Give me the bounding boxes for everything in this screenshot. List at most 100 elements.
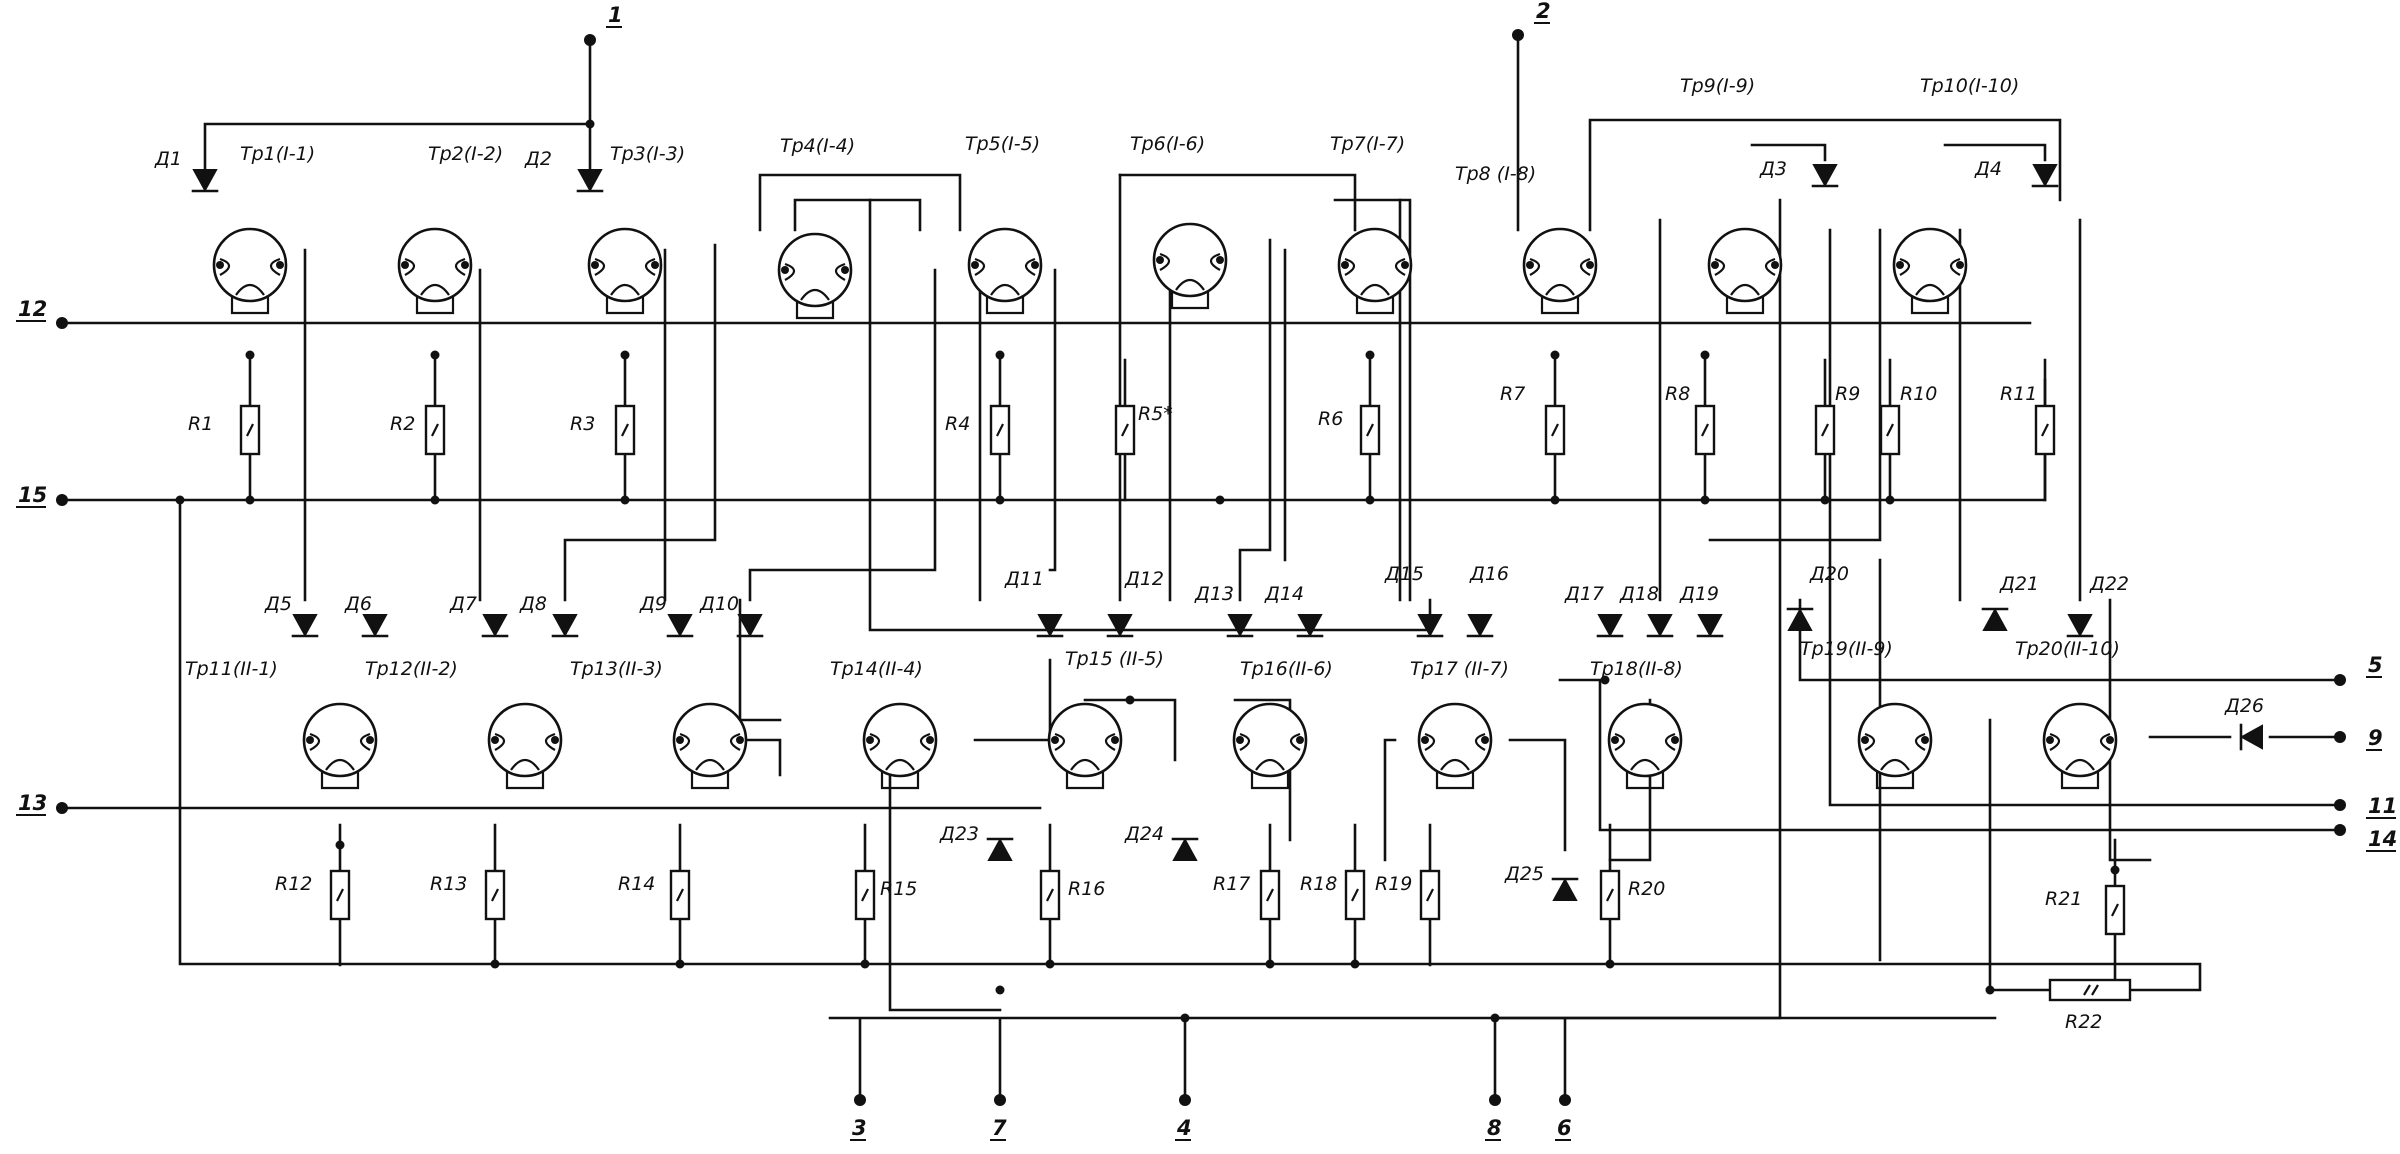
tp10-transistor: Тр10(I-10) — [1892, 75, 2019, 315]
resistor-R22: R22 — [2048, 978, 2132, 1033]
diode-Д26: Д26 — [2224, 695, 2264, 751]
tp6-transistor: Тр6(I-6) — [1130, 133, 1228, 310]
terminal-label: 8 — [1487, 1116, 1502, 1140]
diode-label: Д3 — [1759, 158, 1787, 180]
resistor-label: R2 — [390, 413, 415, 435]
terminal-2: 2 — [1512, 0, 1551, 41]
tp7-label: Тр7(I-7) — [1330, 133, 1405, 155]
tp13-transistor: Тр13(II-3) — [570, 658, 748, 790]
diode-Д1: Д1 — [154, 148, 219, 193]
diode-Д18: Д18 — [1619, 583, 1674, 638]
tp9-transistor: Тр9(I-9) — [1680, 75, 1783, 315]
resistor-R1: R1 — [188, 358, 261, 502]
resistor-label: R3 — [570, 413, 595, 435]
terminal-14: 14 — [2334, 824, 2397, 852]
tp4-label: Тр4(I-4) — [780, 135, 855, 157]
resistor-R17: R17 — [1213, 823, 1281, 967]
tp19-label: Тр19(II-9) — [1800, 638, 1893, 660]
resistor-R8: R8 — [1665, 358, 1716, 502]
resistor-label: R14 — [618, 873, 655, 895]
diode-label: Д26 — [2224, 695, 2264, 717]
tp7-transistor: Тр7(I-7) — [1330, 133, 1413, 315]
tp14-transistor: Тр14(II-4) — [830, 658, 938, 790]
resistor-R2: R2 — [390, 358, 446, 502]
diode-label: Д12 — [1124, 568, 1164, 590]
terminal-label: 12 — [18, 297, 47, 321]
terminal-label: 5 — [2368, 653, 2383, 677]
diode-Д23: Д23 — [939, 823, 1014, 861]
resistor-label: R9 — [1835, 383, 1860, 405]
diode-Д6: Д6 — [344, 593, 389, 638]
diode-Д20: Д20 — [1786, 563, 1849, 631]
resistor-R20: R20 — [1599, 823, 1665, 967]
resistor-label: R13 — [430, 873, 467, 895]
resistor-R6: R6 — [1318, 358, 1381, 502]
resistor-label: R4 — [945, 413, 970, 435]
diode-label: Д15 — [1384, 563, 1424, 585]
resistor-label: R22 — [2065, 1011, 2102, 1033]
diode-Д24: Д24 — [1124, 823, 1199, 861]
tp3-label: Тр3(I-3) — [610, 143, 685, 165]
diode-Д16: Д16 — [1466, 563, 1509, 638]
diode-Д21: Д21 — [1981, 573, 2039, 631]
terminal-7: 7 — [990, 1018, 1007, 1141]
diode-label: Д18 — [1619, 583, 1659, 605]
terminal-8: 8 — [1485, 1018, 1502, 1141]
tp16-label: Тр16(II-6) — [1240, 658, 1333, 680]
resistor-R7: R7 — [1500, 358, 1566, 502]
resistor-label: R15 — [880, 878, 917, 900]
diode-Д7: Д7 — [449, 593, 509, 638]
resistor-R19: R19 — [1375, 823, 1441, 967]
diode-label: Д16 — [1469, 563, 1509, 585]
diode-label: Д9 — [639, 593, 667, 615]
diode-label: Д20 — [1809, 563, 1849, 585]
diode-Д10: Д10 — [699, 593, 764, 638]
diode-Д14: Д14 — [1264, 583, 1324, 638]
tp1-label: Тр1(I-1) — [240, 143, 315, 165]
resistor-label: R5* — [1138, 403, 1173, 425]
diode-label: Д13 — [1194, 583, 1234, 605]
terminal-label: 11 — [2368, 794, 2397, 818]
tp13-label: Тр13(II-3) — [570, 658, 663, 680]
terminal-label: 13 — [18, 791, 47, 815]
tp6-label: Тр6(I-6) — [1130, 133, 1205, 155]
resistor-R10: R10 — [1879, 358, 1937, 502]
terminal-12: 12 — [16, 297, 68, 329]
resistor-R14: R14 — [618, 823, 691, 967]
diode-label: Д14 — [1264, 583, 1304, 605]
tp2-label: Тр2(I-2) — [428, 143, 503, 165]
resistor-label: R19 — [1375, 873, 1412, 895]
diode-Д9: Д9 — [639, 593, 694, 638]
diode-label: Д23 — [939, 823, 979, 845]
diode-label: Д6 — [344, 593, 372, 615]
resistor-R15: R15 — [854, 823, 917, 967]
tp17-transistor: Тр17 (II-7) — [1410, 658, 1509, 790]
diode-label: Д11 — [1004, 568, 1044, 590]
tp20-label: Тр20(II-10) — [2015, 638, 2120, 660]
terminal-label: 9 — [2368, 726, 2383, 750]
resistor-label: R7 — [1500, 383, 1525, 405]
tp14-label: Тр14(II-4) — [830, 658, 923, 680]
terminal-label: 1 — [608, 3, 623, 27]
diode-label: Д4 — [1974, 158, 2002, 180]
tp12-label: Тр12(II-2) — [365, 658, 458, 680]
tp16-transistor: Тр16(II-6) — [1232, 658, 1333, 790]
diode-label: Д10 — [699, 593, 739, 615]
tp12-transistor: Тр12(II-2) — [365, 658, 563, 790]
resistor-label: R8 — [1665, 383, 1690, 405]
resistor-R21: R21 — [2045, 838, 2126, 982]
terminal-4: 4 — [1175, 1018, 1192, 1141]
terminal-label: 6 — [1557, 1116, 1572, 1140]
diode-Д11: Д11 — [1004, 568, 1064, 638]
tp11-transistor: Тр11(II-1) — [185, 658, 378, 790]
resistor-label: R21 — [2045, 888, 2082, 910]
tp9-label: Тр9(I-9) — [1680, 75, 1755, 97]
resistor-label: R16 — [1068, 878, 1105, 900]
diode-Д15: Д15 — [1384, 563, 1444, 638]
tp8-transistor: Тр8 (I-8) — [1455, 163, 1598, 315]
diode-label: Д1 — [154, 148, 182, 170]
diode-label: Д2 — [524, 148, 552, 170]
terminal-6: 6 — [1555, 1018, 1572, 1141]
